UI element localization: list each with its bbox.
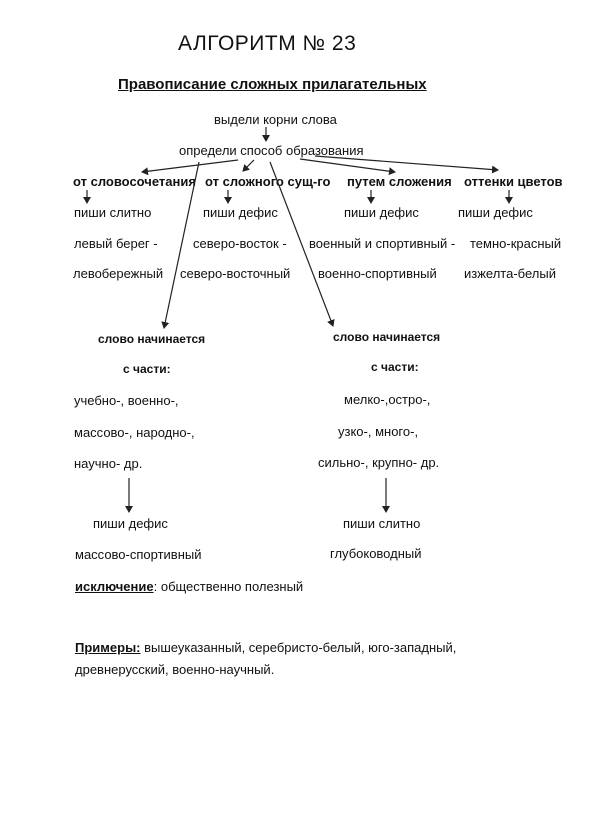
step-find-roots: выдели корни слова xyxy=(214,112,337,127)
examples-line2: древнерусский, военно-научный. xyxy=(75,662,275,677)
exception-label: исключение xyxy=(75,579,154,594)
branch-example1-compound-noun: северо-восток - xyxy=(193,236,287,251)
page-title: АЛГОРИТМ № 23 xyxy=(178,32,357,55)
branch-example2-addition: военно-спортивный xyxy=(318,266,437,281)
exception-text: : общественно полезный xyxy=(153,579,304,594)
left-sub-header-line2: с части: xyxy=(123,362,171,376)
arrow-to-phrase xyxy=(141,159,239,176)
right-sub-header-line2: с части: xyxy=(371,360,419,374)
branch-header-colors: оттенки цветов xyxy=(464,174,563,189)
branch-example1-addition: военный и спортивный - xyxy=(309,236,456,251)
right-sub-header-line1: слово начинается xyxy=(333,330,441,344)
step-determine-method: определи способ образования xyxy=(179,143,364,158)
branch-rule-compound-noun: пиши дефис xyxy=(203,205,278,220)
branch-example2-colors: изжелта-белый xyxy=(464,266,556,281)
right-sub-parts2: узко-, много-, xyxy=(338,424,419,439)
branch-example2-compound-noun: северо-восточный xyxy=(180,266,291,281)
exception-line: исключение: общественно полезный xyxy=(75,579,303,594)
branch-example1-phrase: левый берег - xyxy=(74,236,158,251)
left-sub-example: массово-спортивный xyxy=(75,547,202,562)
left-sub-parts3: научно- др. xyxy=(74,456,143,471)
right-sub-parts3: сильно-, крупно- др. xyxy=(318,455,440,470)
branch-header-compound-noun: от сложного сущ-го xyxy=(205,174,331,189)
branch-header-addition: путем сложения xyxy=(347,174,452,189)
left-sub-rule: пиши дефис xyxy=(93,516,168,531)
branch-header-phrase: от словосочетания xyxy=(73,174,196,189)
arrow-to-addition xyxy=(299,158,396,176)
arrow-to-colors xyxy=(314,155,499,174)
left-sub-header-line1: слово начинается xyxy=(98,332,206,346)
examples-line1: Примеры: вышеуказанный, серебристо-белый… xyxy=(75,640,456,655)
page-subtitle: Правописание сложных прилагательных xyxy=(118,76,427,93)
left-sub-parts1: учебно-, военно-, xyxy=(74,393,179,408)
branch-example1-colors: темно-красный xyxy=(470,236,562,251)
branch-rule-colors: пиши дефис xyxy=(458,205,533,220)
right-sub-example: глубоководный xyxy=(330,546,422,561)
examples-text1: вышеуказанный, серебристо-белый, юго-зап… xyxy=(140,640,457,655)
branch-example2-phrase: левобережный xyxy=(73,266,164,281)
examples-label: Примеры: xyxy=(75,640,141,655)
arrow-to-compound-noun xyxy=(242,159,255,172)
left-sub-parts2: массово-, народно-, xyxy=(74,425,195,440)
right-sub-parts1: мелко-,остро-, xyxy=(344,392,431,407)
branch-rule-phrase: пиши слитно xyxy=(74,205,152,220)
right-sub-rule: пиши слитно xyxy=(343,516,421,531)
branch-rule-addition: пиши дефис xyxy=(344,205,419,220)
